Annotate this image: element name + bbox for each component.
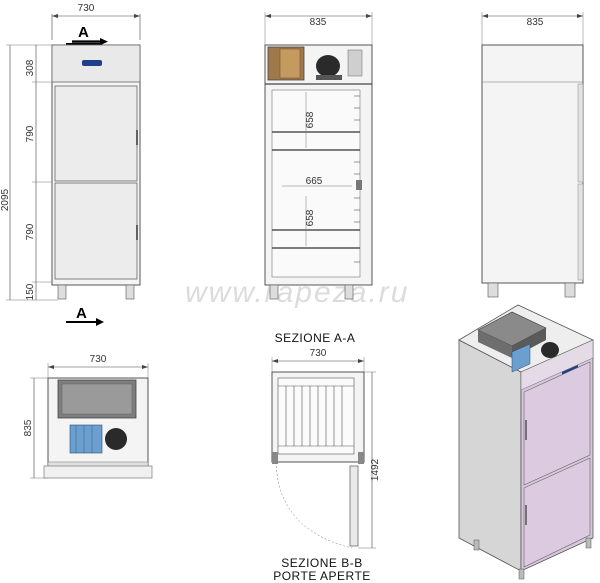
isometric-view	[458, 304, 594, 580]
foot-right	[125, 284, 135, 300]
section-bb-width-label: 730	[310, 348, 327, 359]
section-marker-bottom: A	[76, 305, 87, 322]
iso-compressor	[541, 342, 559, 358]
front-door-lower	[54, 182, 138, 280]
top-depth-label: 835	[23, 419, 34, 436]
top-width-label: 730	[90, 354, 107, 365]
front-door-upper	[54, 85, 138, 182]
top-compressor	[105, 428, 127, 450]
display-panel	[82, 60, 102, 66]
section-aa-title: SEZIONE A-A	[275, 331, 356, 345]
door-swing-arc	[275, 461, 353, 549]
interior-compartment	[271, 89, 361, 278]
open-door	[349, 465, 359, 547]
side-body	[481, 44, 584, 284]
compressor	[316, 55, 340, 77]
section-bb-open-depth: 1492	[370, 458, 381, 481]
foot-left	[57, 284, 67, 300]
front-view: 730 A 2095 308 790 790 150 A	[0, 3, 141, 326]
side-view: 835	[481, 12, 584, 298]
iso-door-upper	[523, 361, 591, 486]
evaporator	[69, 424, 103, 454]
section-bb-view: 730 1492 SEZIONE B-B PORTE APERTE	[271, 348, 381, 583]
side-width-label: 835	[527, 17, 544, 28]
height-total-label: 2095	[0, 188, 11, 211]
front-width-label: 730	[78, 3, 95, 14]
top-view: 730 835	[23, 354, 153, 479]
section-bb-title-line1: SEZIONE B-B	[281, 556, 363, 570]
shelf-dim-upper: 658	[305, 111, 316, 128]
section-marker-top: A	[78, 24, 89, 41]
section-bb-title-line2: PORTE APERTE	[273, 569, 371, 583]
height-segment-1: 308	[25, 59, 36, 76]
section-aa-width-label: 835	[310, 17, 327, 28]
iso-door-lower	[523, 457, 591, 568]
wire-shelf	[278, 385, 354, 447]
shelf-dim-width: 665	[306, 176, 323, 187]
height-segment-3: 790	[25, 223, 36, 240]
shelf-dim-lower: 658	[305, 209, 316, 226]
section-aa-view: 835 658 665 658	[264, 12, 373, 345]
height-segment-4: 150	[25, 283, 36, 300]
height-segment-2: 790	[25, 125, 36, 142]
